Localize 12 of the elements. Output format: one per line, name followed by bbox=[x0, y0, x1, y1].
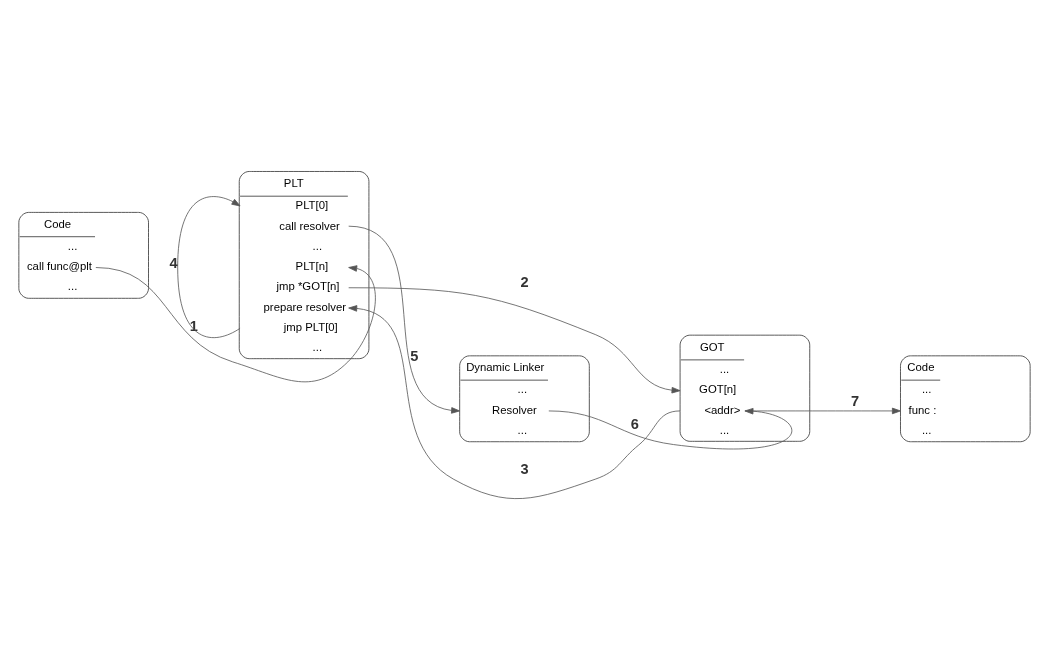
edge-label: 3 bbox=[520, 460, 529, 477]
edge-label: 7 bbox=[851, 392, 860, 409]
arrow bbox=[95, 264, 376, 382]
arrow bbox=[348, 225, 461, 414]
arrow bbox=[348, 304, 681, 499]
edge-label: 4 bbox=[169, 254, 178, 271]
edge-label: 5 bbox=[410, 347, 419, 364]
edge-label: 1 bbox=[189, 317, 198, 334]
arrow bbox=[177, 195, 241, 338]
arrow bbox=[348, 286, 681, 393]
edge-label: 2 bbox=[520, 273, 529, 290]
edge-label: 6 bbox=[630, 415, 639, 432]
